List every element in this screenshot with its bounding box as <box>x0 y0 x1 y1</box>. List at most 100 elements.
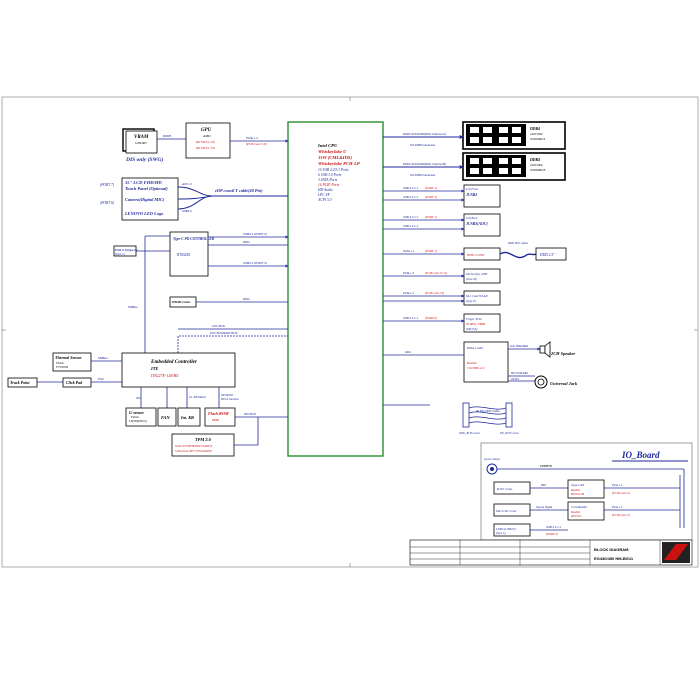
ps2-label: PS2 <box>98 377 104 381</box>
rj45-label: RJ45 Conn. <box>496 487 513 491</box>
speaker-icon <box>539 341 551 358</box>
smbus-label: SMBus <box>128 305 138 309</box>
power-button-icon <box>486 463 498 475</box>
ddr-b-sub-2: SODIMM B <box>530 168 545 172</box>
odd-right-conn <box>505 402 513 428</box>
tpm-spi-wire <box>234 417 259 446</box>
fp-link: USB 2.0 x 1 <box>403 316 418 320</box>
gpu-link-label: PCIE x 4 <box>246 136 258 140</box>
sd-link: Secure Digital <box>536 505 553 509</box>
usb-lb-port-1: (PORT 1) <box>425 215 437 219</box>
hdmi-label: HDMI Conn. <box>171 300 191 304</box>
ujack-label: Universal Jack <box>550 381 578 386</box>
audio-jack-icon <box>534 375 548 389</box>
lcd-line-1: Touch Panel (Optional) <box>125 186 168 191</box>
cr-link: PCIe x 1 <box>612 505 623 509</box>
hdd-label: HDD 2.5" <box>539 253 555 257</box>
cpu-text: Intel CPU Whiskeylake U 15W (CML&IDS) Wh… <box>317 143 360 202</box>
codec-sub-2: CX11860-112 <box>467 366 485 370</box>
wlan-sub: (Type E) <box>466 299 476 303</box>
thermal-sub-2: F75303M <box>55 365 68 369</box>
usb-lf-link-1: USB 3.0 x 1 <box>403 186 418 190</box>
gsensor-label: G-sensor <box>129 410 144 415</box>
odd-left-conn <box>462 402 470 428</box>
sd-label: Micro SD Conn. <box>495 509 517 513</box>
lcd-line-0: 15" LCD FHD/HD <box>125 180 162 185</box>
cpu-line-2: 15W (CML&IDS) <box>318 155 352 160</box>
io-usb-port: (PORT 9) <box>546 532 558 536</box>
edp-wire-top <box>177 186 213 197</box>
hdd-fpc-label: HDD FPC cable <box>508 241 528 245</box>
edp-wire-bottom <box>177 195 213 210</box>
usb-left-front: Left Front <box>465 187 478 191</box>
ec-label: Embedded Controller <box>150 359 198 365</box>
lan-link: PCIe x 1 <box>612 483 623 487</box>
fp-port: (PORT 8) <box>425 316 437 320</box>
hdd-fpc-cable <box>499 251 537 259</box>
fp-sub-1: WORLD_FMIR <box>466 322 485 326</box>
ddr-a-link: DDR4 2133/2400(MHz Channel A) <box>403 132 446 136</box>
fan-box <box>157 407 177 427</box>
usb-left-front-b: JUSB2 <box>466 193 477 197</box>
odd-cable-label: 40 PIN ODD Cable <box>476 409 500 413</box>
vram-label: VRAM <box>134 135 149 140</box>
ddr-a-sub-2: SODIMM A <box>530 137 545 141</box>
fp-label: Finger Print <box>465 317 482 321</box>
usb-lb-link-2: USB 2.0 x 1 <box>403 224 418 228</box>
thermal-box <box>52 352 92 372</box>
hdd-conn: HDD CONN <box>466 253 485 257</box>
cpu-line-4: 10 USB 2.0/3.1 Ports <box>318 168 349 172</box>
m2-link: PCIE x 4 <box>403 271 414 275</box>
power-button-label: power button <box>483 457 500 461</box>
lan-sub: Realtek <box>570 488 581 492</box>
dis-note: DIS only (SWG) <box>125 156 163 163</box>
cardreader-sub: Realtek <box>570 510 581 514</box>
cardreader-box <box>567 501 605 521</box>
odd-left-label: ODD_40 Pin conn <box>459 431 480 435</box>
usb-lf-port-2: (PORT 5) <box>425 195 437 199</box>
m2-sub: (Tian M) <box>466 277 477 281</box>
ddr-a-chips <box>466 124 526 146</box>
vram-gpu-label: DDR5 <box>163 134 171 138</box>
cpu-line-6: 3 SATA Ports <box>318 178 338 182</box>
cpu-line-7: 16 PCIE Ports <box>318 183 340 187</box>
cpu-line-9: LPC I/F <box>317 193 331 197</box>
lcd-note-2: (PORT 6) <box>100 201 115 205</box>
lcd-line-2: Camera(Digital MIC) <box>125 197 165 202</box>
cpu-line-8: HD Audio <box>317 188 333 192</box>
odd-right-label: PD_40 Pin conn <box>500 431 519 435</box>
gpu-part-1: (R17M-E1-70) <box>196 140 215 144</box>
ec-box <box>121 352 236 388</box>
thermal-smbus-label: SMBus <box>98 356 108 360</box>
trackpoint-box <box>7 377 38 388</box>
typec-ctrl-label: Type-C PD CONTROLLER <box>173 237 215 241</box>
lcd-line-3: LENOVO LED Logo <box>124 211 164 216</box>
usb31-port3-label: USB3.1 (PORT 3) <box>243 261 267 265</box>
hda-label: HDA <box>405 350 411 354</box>
clickpad-label: Click Pad <box>66 380 83 385</box>
ec-part: IT8227E-128/BX <box>150 373 179 378</box>
lcd-box <box>121 177 179 221</box>
usb-c-sub: (Type-C) <box>115 253 125 256</box>
vram-sub: GDDR5 <box>135 141 147 145</box>
gsensor-sub-1: Fintek <box>130 415 139 419</box>
thermal-label: Thermal Sensor <box>55 355 82 360</box>
ddr-a-interleave: SO-DIMM interleave <box>410 143 436 147</box>
tpm-label: TPM 2.0 <box>195 437 212 442</box>
title-block-model: EG430/450 HM-BG11 <box>594 556 634 561</box>
m2-port: (PCIE Lane 9~12) <box>425 271 447 275</box>
spi-bus-label: SPI BUS <box>244 412 256 416</box>
ujack-link-2: HP R/L <box>511 377 520 381</box>
gsensor-sub-2: LIS3DE(SWG) <box>128 419 147 423</box>
lan-port: (PCIE Lane 6) <box>612 491 630 495</box>
flash-label: Flash ROM <box>208 411 229 416</box>
thermal-sub-1: Fintek <box>55 361 64 365</box>
cpu-block <box>287 121 384 457</box>
usb-c-label: USB 3.1(Type-C) <box>115 248 138 252</box>
lan-box <box>567 479 605 499</box>
wlan-box <box>463 290 501 306</box>
kb-matrix-label: Int. KB Matrix <box>189 395 206 399</box>
gpu-link-sub: (PCIE Lane 5~8) <box>246 142 267 146</box>
cr-port: (PCIE Lane 5) <box>612 513 630 517</box>
